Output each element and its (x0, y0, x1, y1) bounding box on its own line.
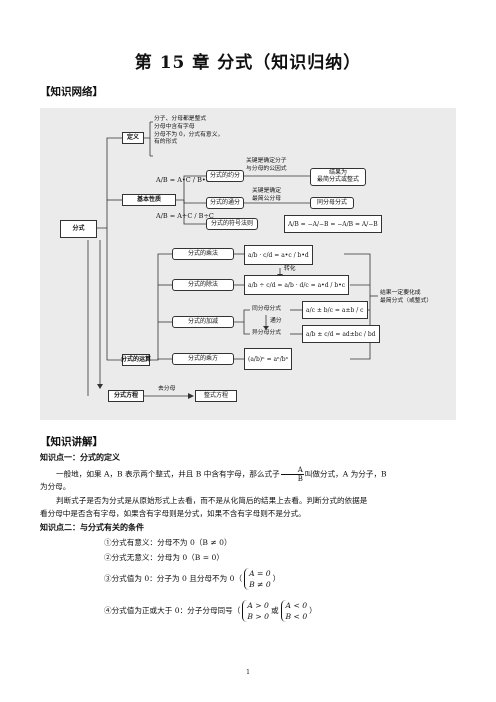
tongfenmu-formula: a/c ± b/c = a±b / c (302, 301, 368, 319)
node-tongfen: 分式的通分 (206, 197, 244, 209)
qufenmu-label: 去分母 (158, 386, 176, 392)
node-jiajian: 分式的加减 (172, 316, 234, 328)
jiben-formula-1: A/B = A•C / B•C (156, 176, 211, 184)
tongfenmu-label: 同分母分式 (252, 306, 281, 312)
jiben-formula-2: A/B = A÷C / B÷C (156, 212, 214, 220)
fuhao-formula: A/B = −A/−B = −A/B = A/−B (284, 215, 382, 233)
tongfen-note: 关键是确定 最简公分母 (252, 188, 281, 202)
section-heading-lecture: 【知识讲解】 (40, 436, 103, 448)
point1-para1-end: 为分母。 (40, 482, 71, 491)
point1-title: 知识点一：分式的定义 (40, 453, 120, 462)
yifenmu-formula: a/b ± c/d = ad±bc / bd (302, 325, 380, 343)
yuefen-note: 关键是确定分子 与分母的公因式 (246, 158, 287, 172)
chengfang-formula: (a/b)ⁿ = aⁿ/bⁿ (244, 348, 293, 370)
node-yunsuan: 分式的运算 (121, 354, 151, 366)
tongfen-arrow-label: 通分 (270, 318, 282, 324)
zhuanhua-label: 转化 (284, 266, 296, 272)
node-yuefen-result: 结果为 最简分式或整式 (310, 168, 366, 186)
knowledge-map-lines (87, 121, 378, 399)
page-title: 第 15 章 分式（知识归纳） (134, 53, 362, 73)
chufa-formula: a/b ÷ c/d = a/b · d/c = a•d / b•c (244, 275, 350, 295)
node-zhengshi: 整式方程 (195, 390, 237, 402)
section-heading-network: 【知识网络】 (40, 86, 103, 98)
yifenmu-label: 异分母分式 (252, 330, 281, 336)
condition-1: ①分式有意义：分母不为 0（B ≠ 0） (104, 538, 232, 547)
point1-para2a: 判断式子是否为分式是从原始形式上去看，而不是从化简后的结果上去看。判断分式的依据… (56, 496, 368, 505)
node-chengfa: 分式的乘法 (172, 248, 234, 260)
node-fuhao: 分式的符号法则 (206, 218, 258, 230)
node-jiben: 基本性质 (122, 194, 176, 206)
node-chufa: 分式的除法 (172, 279, 234, 291)
chengfa-formula: a/b · c/d = a•c / b•d (244, 245, 313, 265)
knowledge-map: 分式 定义 分子、分母都是整式 分母中含有字母 分母不为 0，分式有意义， 有的… (40, 108, 456, 420)
point2-title: 知识点二：与分式有关的条件 (40, 523, 144, 532)
condition-2: ②分式无意义：分母为 0（B = 0） (104, 553, 224, 562)
node-tongfen-result: 同分母分式 (310, 197, 354, 209)
node-yuefen: 分式的约分 (206, 170, 244, 182)
node-fenshi: 分式 (60, 220, 97, 238)
node-fangcheng: 分式方程 (108, 390, 144, 402)
point1-para2b: 看分母中是否含有字母，如果含有字母则是分式，如果不含有字母则不是分式。 (40, 509, 306, 518)
node-chengfang: 分式的乘方 (172, 353, 234, 365)
page-number: 1 (246, 669, 250, 676)
node-dingyi: 定义 (122, 132, 144, 144)
dingyi-notes: 分子、分母都是整式 分母中含有字母 分母不为 0，分式有意义， 有的形式 (154, 116, 224, 146)
jieguo-note: 结果一定要化成 最简分式（或整式） (380, 290, 433, 304)
